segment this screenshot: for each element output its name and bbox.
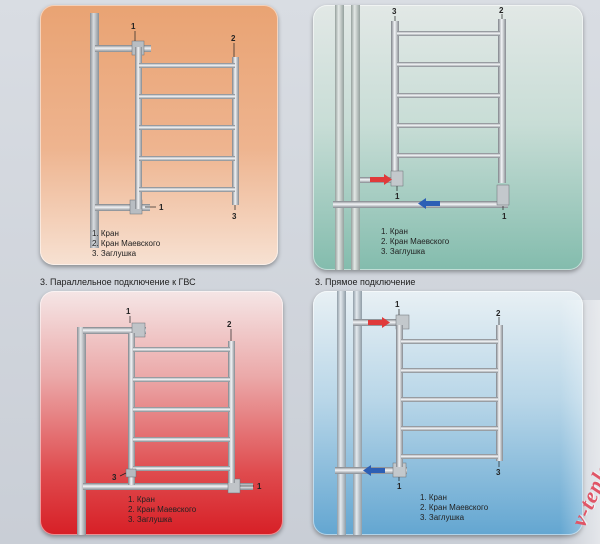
rail-crossbar <box>139 125 235 130</box>
riser-pipe <box>351 5 360 270</box>
legend: 1. Кран 2. Кран Маевского 3. Заглушка <box>420 493 488 523</box>
valve <box>131 322 146 338</box>
rail-crossbar <box>139 94 235 99</box>
number-mayevsky: 2 <box>496 309 501 318</box>
panel-bottom-right: 1 2 1 3 1. Кран 2. Кран Маевского 3. Заг… <box>313 291 583 535</box>
legend-item: 3. Заглушка <box>92 249 137 258</box>
plug <box>125 468 137 478</box>
number-plug: 3 <box>496 468 501 477</box>
number-valve-bottom: 1 <box>159 203 164 212</box>
riser-pipe <box>353 291 362 535</box>
number-plug: 3 <box>392 7 397 16</box>
valve <box>496 184 510 206</box>
panel-bottom-right-diagram: 1 2 1 3 <box>335 291 503 535</box>
rail-crossbar <box>139 156 235 161</box>
legend-item: 2. Кран Маевского <box>381 237 450 246</box>
supply-pipe <box>83 327 146 334</box>
legend-item: 1. Кран <box>92 229 119 238</box>
panel-top-left: 1 2 1 3 1. Кран 2. Кран Маевского 3. Заг… <box>40 5 278 265</box>
number-valve-top: 1 <box>131 22 136 31</box>
supply-arrow <box>370 174 392 185</box>
rail-crossbar <box>401 339 498 344</box>
legend-item: 2. Кран Маевского <box>128 505 197 514</box>
panel-top-right-diagram: 3 2 1 1 <box>333 5 510 270</box>
number-mayevsky: 2 <box>231 34 236 43</box>
supply-pipe <box>95 45 151 52</box>
rail-right-post <box>498 19 506 183</box>
return-pipe <box>83 483 253 490</box>
rail-crossbar <box>133 407 230 412</box>
rail-crossbar <box>401 426 498 431</box>
caption-parallel: 3. Параллельное подключение к ГВС <box>40 277 196 287</box>
rail-right-post <box>228 341 235 483</box>
legend-item: 2. Кран Маевского <box>92 239 161 248</box>
number-mayevsky: 2 <box>227 320 232 329</box>
return-arrow <box>363 465 385 476</box>
number-plug: 3 <box>112 473 117 482</box>
number-mayevsky: 2 <box>499 6 504 15</box>
riser-pipe <box>90 13 99 248</box>
rail-crossbar <box>139 63 235 68</box>
number-valve-bottom: 1 <box>257 482 262 491</box>
rail-crossbar <box>397 31 500 36</box>
rail-left-post <box>135 47 142 209</box>
rail-left-post <box>396 325 403 467</box>
riser-pipe <box>77 327 86 535</box>
rail-crossbar <box>401 454 498 459</box>
legend-item: 1. Кран <box>420 493 447 502</box>
rail-crossbar <box>397 123 500 128</box>
panel-bottom-left-diagram: 1 2 3 1 <box>77 307 262 535</box>
number-valve-right: 1 <box>502 212 507 221</box>
return-arrow <box>418 198 440 209</box>
legend-item: 1. Кран <box>128 495 155 504</box>
rail-crossbar <box>397 93 500 98</box>
rail-left-post <box>128 333 135 485</box>
rail-crossbar <box>133 466 230 471</box>
legend-item: 2. Кран Маевского <box>420 503 489 512</box>
number-valve-top: 1 <box>395 300 400 309</box>
panel-bottom-left: 1 2 3 1 1. Кран 2. Кран Маевского 3. Заг… <box>40 291 283 535</box>
rail-crossbar <box>401 397 498 402</box>
rail-crossbar <box>133 347 230 352</box>
legend: 1. Кран 2. Кран Маевского 3. Заглушка <box>381 227 449 257</box>
number-valve-left: 1 <box>395 192 400 201</box>
return-pipe <box>95 204 150 211</box>
rail-right-post <box>232 57 239 205</box>
number-valve-top: 1 <box>126 307 131 316</box>
legend: 1. Кран 2. Кран Маевского 3. Заглушка <box>128 495 196 525</box>
legend-item: 1. Кран <box>381 227 408 236</box>
supply-arrow <box>368 317 390 328</box>
number-valve-bottom: 1 <box>397 482 402 491</box>
number-plug: 3 <box>232 212 237 221</box>
riser-pipe <box>335 5 344 270</box>
legend-item: 3. Заглушка <box>381 247 426 256</box>
decorative-gradient <box>560 300 600 544</box>
legend-item: 3. Заглушка <box>420 513 465 522</box>
valve <box>390 170 404 187</box>
rail-crossbar <box>133 377 230 382</box>
rail-crossbar <box>139 187 235 192</box>
rail-left-post <box>391 21 399 181</box>
caption-direct: 3. Прямое подключение <box>315 277 416 287</box>
panel-top-right: 3 2 1 1 1. Кран 2. Кран Маевского 3. Заг… <box>313 5 583 270</box>
legend-item: 3. Заглушка <box>128 515 173 524</box>
rail-right-post <box>496 325 503 461</box>
riser-pipe <box>337 291 346 535</box>
rail-crossbar <box>401 368 498 373</box>
rail-crossbar <box>133 437 230 442</box>
rail-crossbar <box>397 62 500 67</box>
panel-top-left-diagram: 1 2 1 3 <box>90 13 239 248</box>
legend: 1. Кран 2. Кран Маевского 3. Заглушка <box>92 229 160 259</box>
rail-crossbar <box>397 153 500 158</box>
